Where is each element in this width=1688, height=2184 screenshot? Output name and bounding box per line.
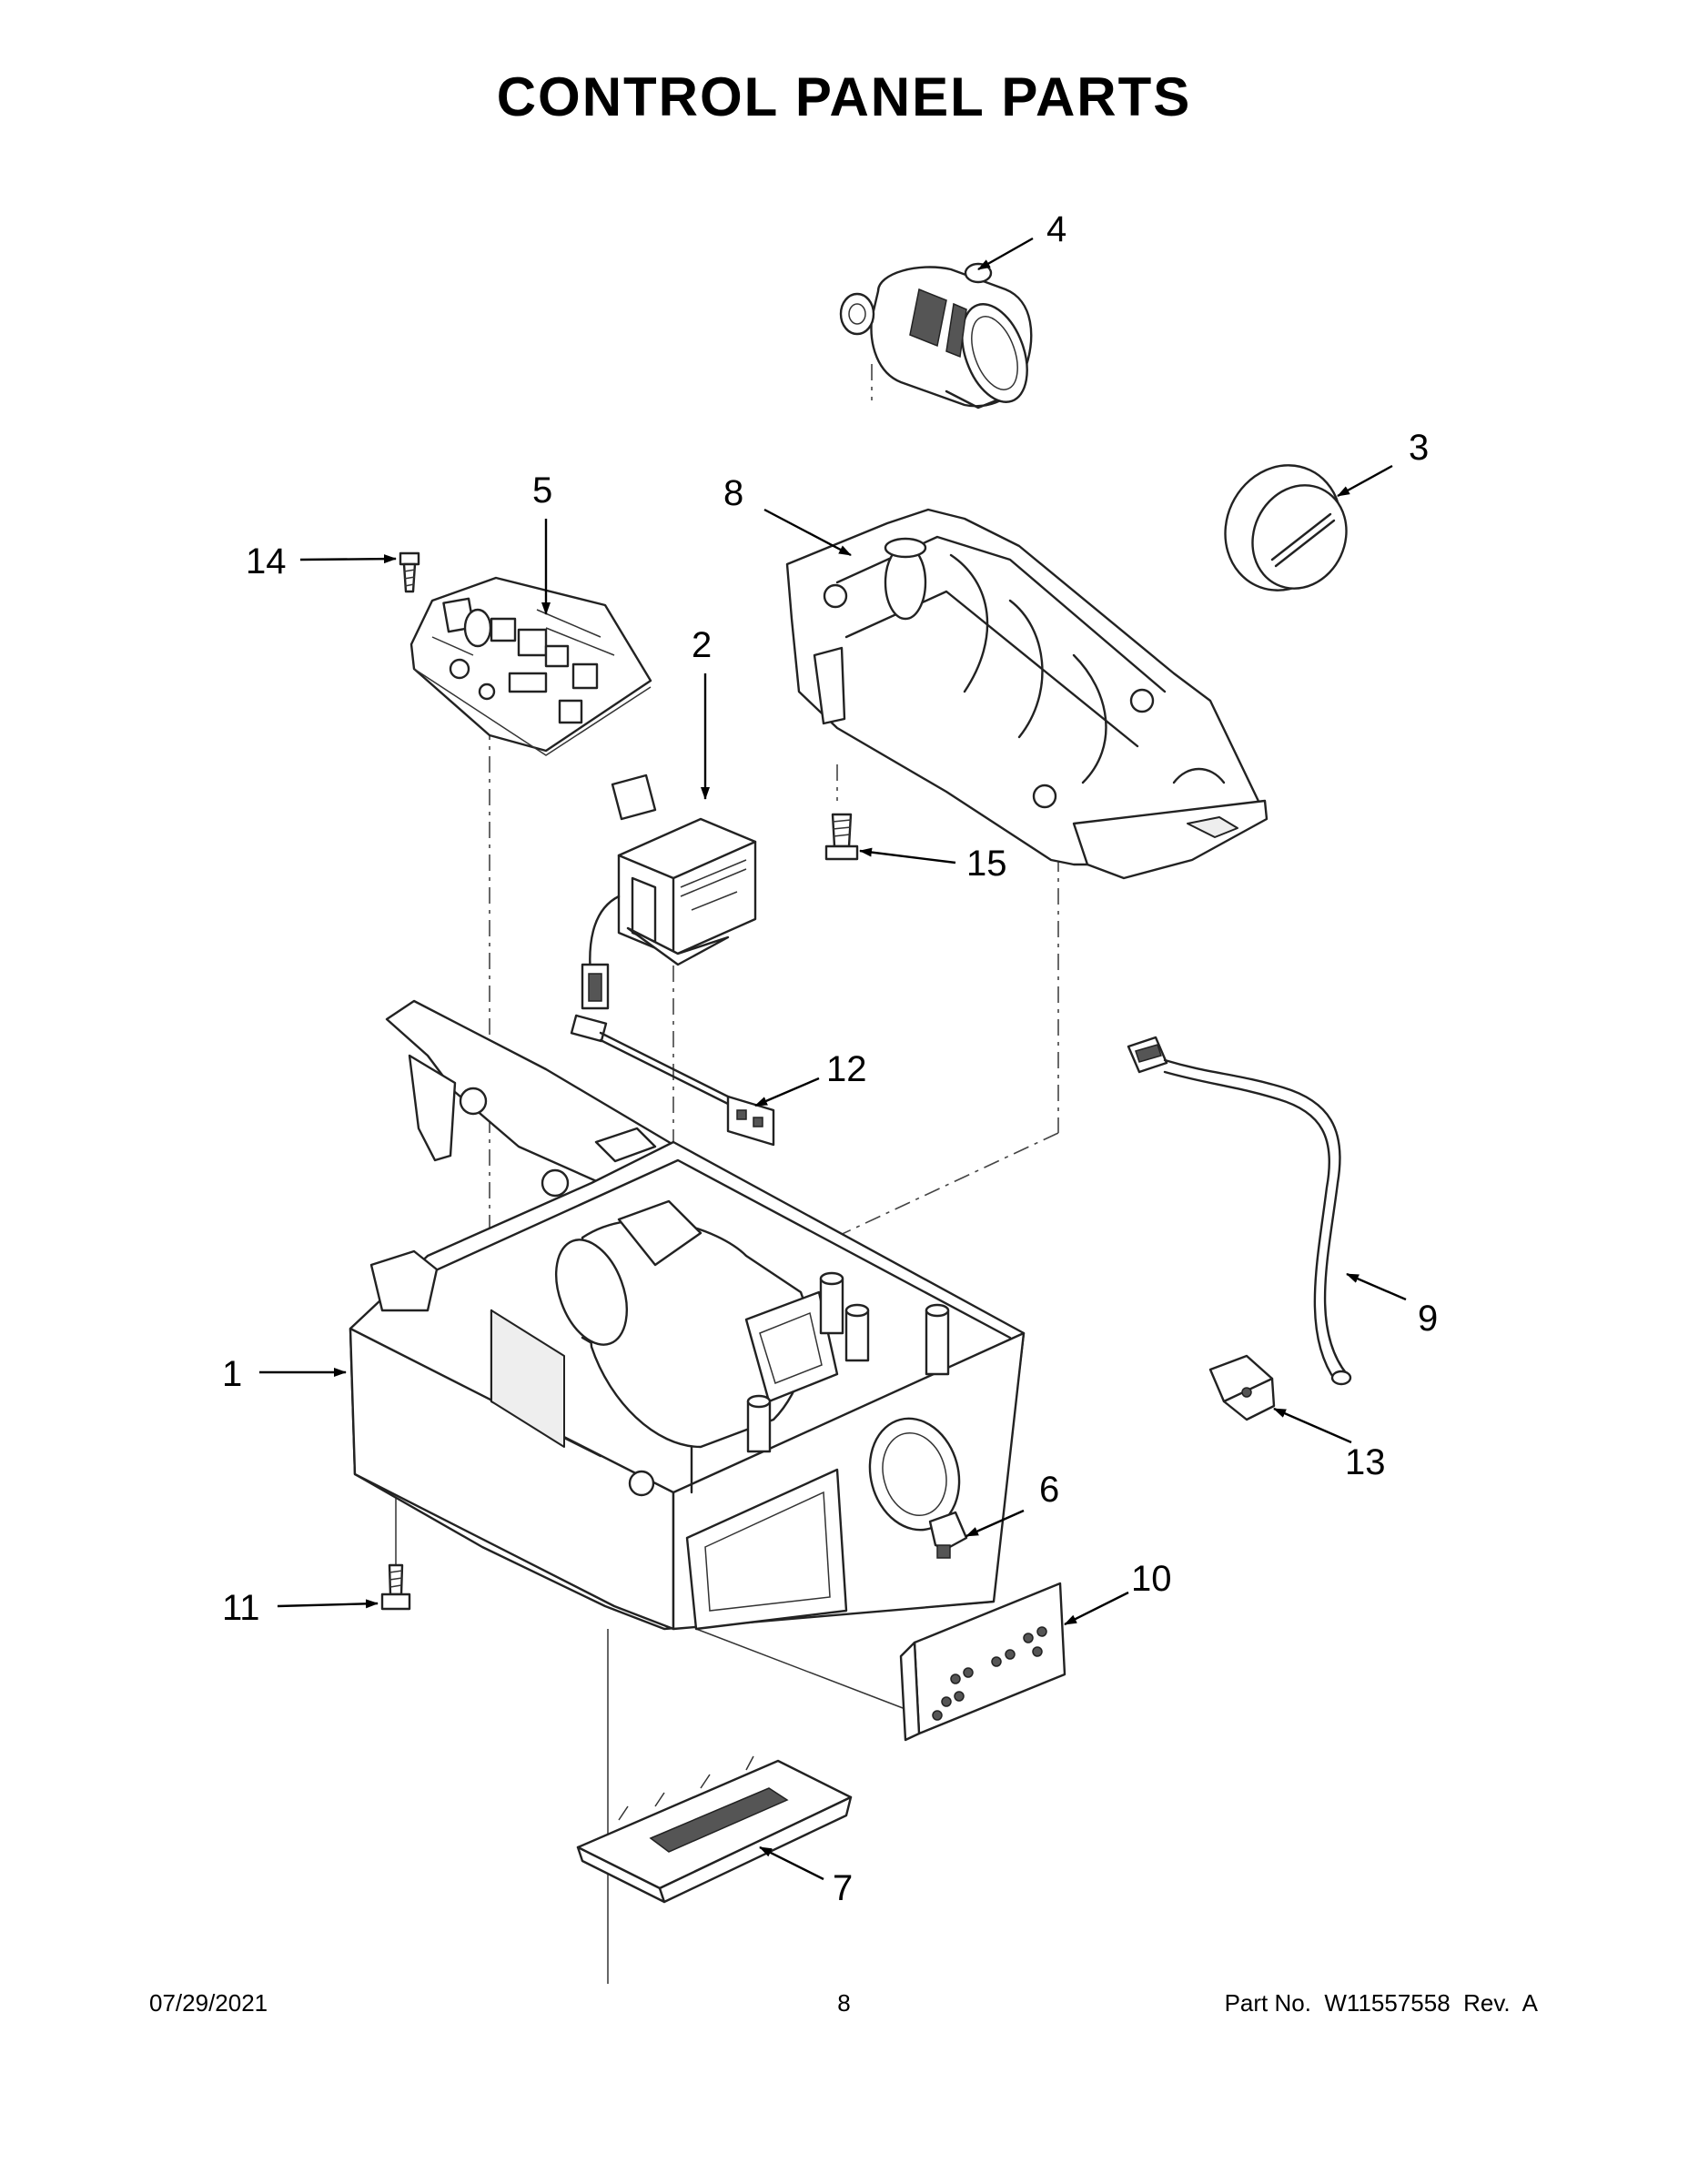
callout-5: 5 <box>532 470 552 511</box>
part-2-transformer <box>581 774 757 1010</box>
callout-13: 13 <box>1345 1442 1386 1482</box>
part-7-dispenser-cover <box>576 1755 853 1904</box>
part-3-knob <box>1224 464 1348 592</box>
part-14-screw <box>399 551 420 593</box>
footer-part-number: Part No. W11557558 Rev. A <box>1224 1989 1538 2017</box>
callout-6: 6 <box>1039 1470 1059 1510</box>
leader-arrows <box>259 237 1407 1881</box>
callout-labels: 1 2 3 4 5 6 7 8 9 10 11 12 13 14 15 <box>222 209 1438 1908</box>
callout-8: 8 <box>723 473 743 513</box>
callout-14: 14 <box>246 541 287 581</box>
part-1-main-housing <box>349 999 1026 1631</box>
part-12-wire-harness <box>570 1014 775 1147</box>
part-5-control-board <box>409 576 652 756</box>
housing-posts <box>746 1271 950 1453</box>
callout-1: 1 <box>222 1354 242 1394</box>
part-8-housing <box>785 508 1269 880</box>
callout-10: 10 <box>1131 1559 1172 1599</box>
callout-2: 2 <box>692 625 712 665</box>
part-13-connector <box>1208 1354 1276 1421</box>
callout-11: 11 <box>222 1588 260 1628</box>
callout-3: 3 <box>1409 428 1429 468</box>
callout-4: 4 <box>1046 209 1066 249</box>
callout-15: 15 <box>966 844 1007 884</box>
key-plate-pins <box>932 1626 1047 1721</box>
page-title: CONTROL PANEL PARTS <box>496 66 1192 127</box>
part-9-cable <box>1127 1036 1352 1386</box>
callout-12: 12 <box>826 1049 867 1089</box>
part-6-switch <box>928 1511 968 1559</box>
footer-date: 07/29/2021 <box>149 1989 268 2017</box>
part-10-key-plate <box>899 1582 1066 1742</box>
part-15-screw <box>824 813 859 861</box>
part-11-screw <box>380 1563 411 1611</box>
callout-7: 7 <box>833 1868 853 1908</box>
footer-page-number: 8 <box>837 1989 851 2017</box>
part-4-motor <box>839 262 1033 410</box>
callout-9: 9 <box>1418 1299 1438 1339</box>
